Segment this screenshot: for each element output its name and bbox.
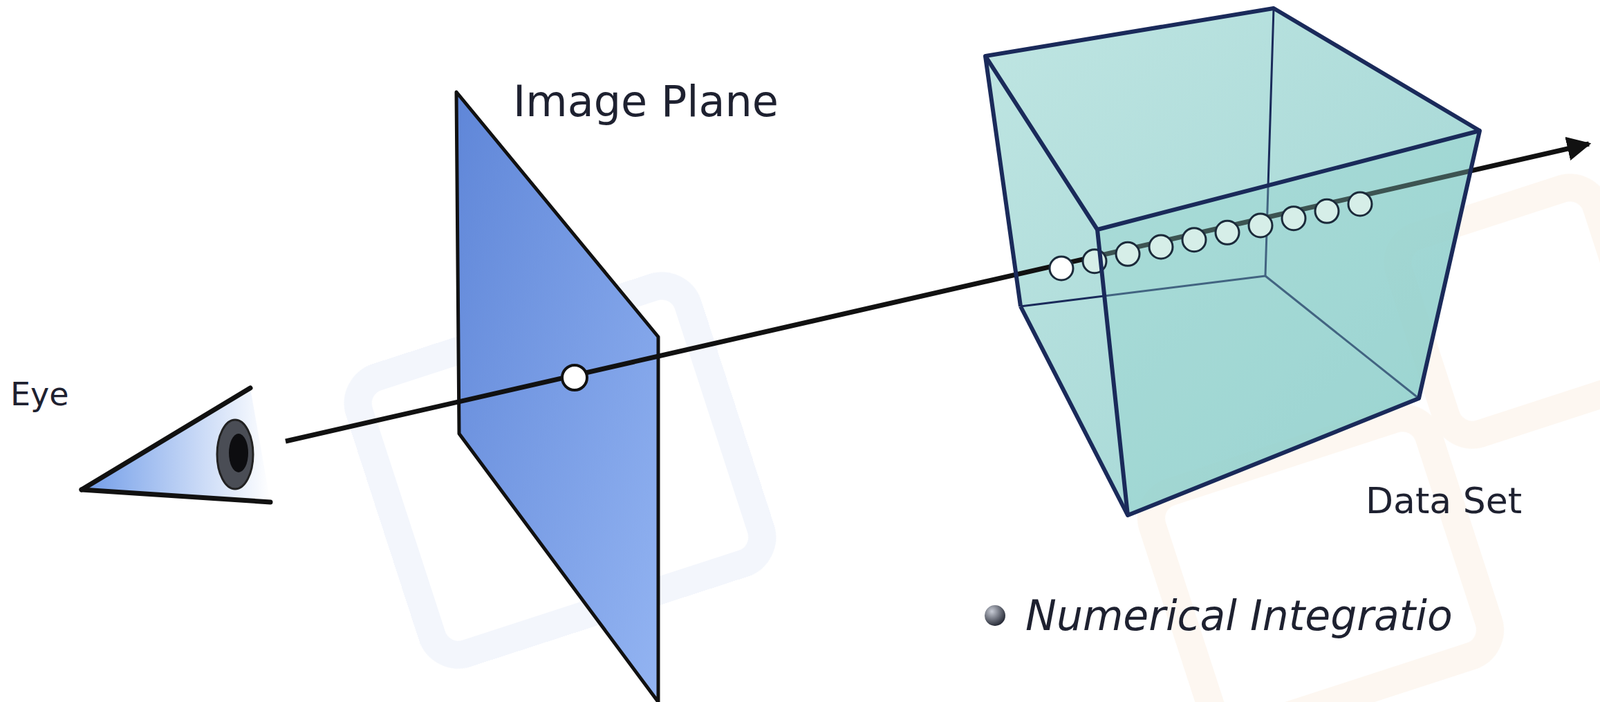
bullet-text: Numerical Integratio: [1025, 591, 1453, 640]
sample-point: [1182, 228, 1206, 252]
sample-point: [1248, 213, 1273, 238]
pixel-point: [562, 365, 588, 390]
bullet-sphere: [984, 605, 1006, 626]
sample-point: [1281, 206, 1306, 231]
sample-point: [1049, 256, 1074, 281]
dataset-label: Data Set: [1365, 479, 1522, 522]
data-set-volume: [985, 8, 1480, 516]
sample-point: [1348, 192, 1372, 216]
cube-front-face: [1097, 130, 1480, 516]
cube-front-edges: [985, 8, 1480, 516]
sample-point: [1315, 199, 1339, 223]
sample-point: [1215, 220, 1240, 245]
sample-point: [1149, 235, 1173, 259]
eye-label: Eye: [10, 375, 70, 413]
eye-symbol: [81, 387, 271, 502]
sample-point: [1115, 242, 1140, 266]
plane-label: Image Plane: [513, 76, 779, 127]
